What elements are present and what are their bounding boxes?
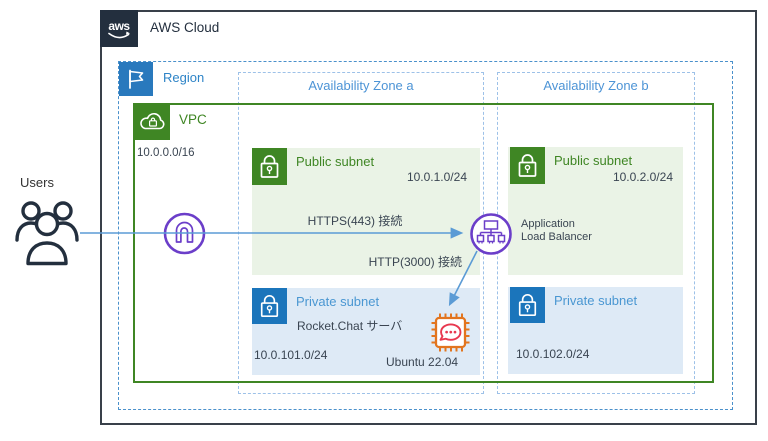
public-subnet-a-cidr: 10.0.1.0/24 (406, 170, 467, 184)
alb-label-line1: Application (521, 218, 575, 230)
private-subnet-b-label: Private subnet (554, 293, 638, 308)
private-subnet-a-cidr: 10.0.101.0/24 (254, 348, 328, 362)
private-subnet-a-lock-icon (252, 288, 287, 324)
rocketchat-server-label: Rocket.Chat サーバ (297, 319, 403, 333)
aws-logo-icon: aws (100, 10, 138, 47)
http-connection-label: HTTP(3000) 接続 (368, 255, 462, 269)
rocket-chat-server-chip-icon (428, 310, 473, 355)
region-flag-icon (119, 62, 153, 96)
https-connection-label: HTTPS(443) 接続 (307, 214, 403, 228)
svg-text:aws: aws (108, 19, 130, 33)
aws-cloud-box (100, 10, 757, 425)
availability-zone-b-label: Availability Zone b (543, 78, 649, 93)
region-box (118, 61, 733, 410)
public-subnet-a-box (252, 148, 480, 275)
private-subnet-a-label: Private subnet (296, 294, 380, 309)
availability-zone-a-label: Availability Zone a (308, 78, 414, 93)
vpc-cidr: 10.0.0.0/16 (137, 147, 195, 159)
vpc-icon (134, 104, 170, 140)
vpc-box (133, 103, 714, 383)
users-icon (12, 196, 84, 270)
private-subnet-b-lock-icon (510, 287, 545, 323)
alb-label: Application Load Balancer (521, 218, 592, 244)
public-subnet-b-lock-icon (510, 147, 545, 184)
users-label: Users (20, 175, 54, 190)
application-load-balancer-icon (469, 212, 513, 256)
public-subnet-b-label: Public subnet (554, 153, 633, 168)
alb-to-server-arrow (448, 250, 478, 307)
aws-cloud-label: AWS Cloud (150, 20, 220, 35)
vpc-label: VPC (179, 112, 207, 127)
public-subnet-b-cidr: 10.0.2.0/24 (612, 170, 673, 184)
public-subnet-a-lock-icon (252, 148, 287, 185)
private-subnet-b-cidr: 10.0.102.0/24 (516, 347, 590, 361)
public-subnet-a-label: Public subnet (296, 154, 375, 169)
alb-label-line2: Load Balancer (521, 231, 592, 243)
region-label: Region (163, 70, 205, 85)
ubuntu-version-label: Ubuntu 22.04 (386, 355, 459, 369)
